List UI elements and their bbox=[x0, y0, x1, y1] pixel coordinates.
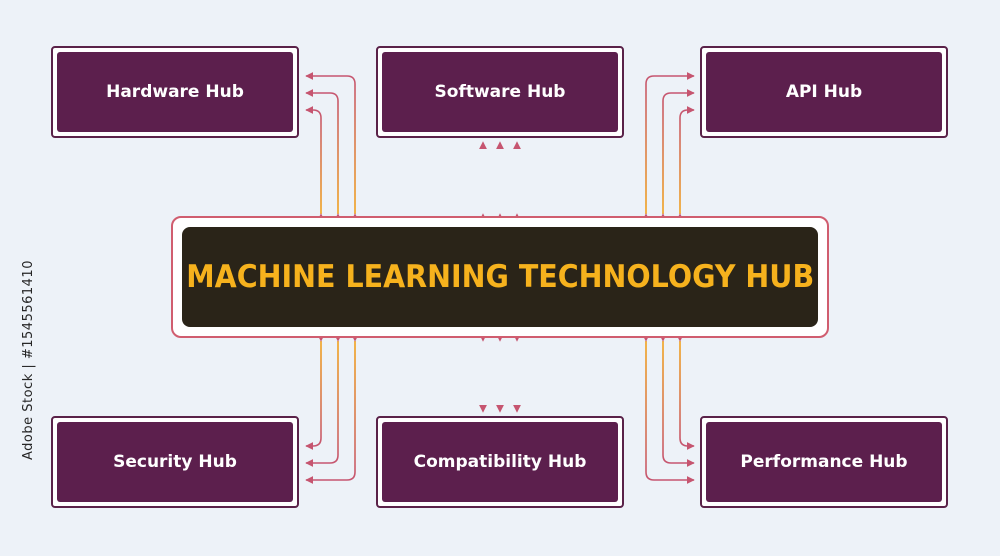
center-hub-frame: MACHINE LEARNING TECHNOLOGY HUB bbox=[171, 216, 829, 338]
hub-hardware: Hardware Hub bbox=[51, 46, 299, 138]
connector-software bbox=[479, 141, 521, 222]
center-hub-panel: MACHINE LEARNING TECHNOLOGY HUB bbox=[182, 227, 818, 327]
hub-security-panel: Security Hub bbox=[57, 422, 293, 502]
hub-api-panel: API Hub bbox=[706, 52, 942, 132]
hub-software-panel: Software Hub bbox=[382, 52, 618, 132]
connector-api bbox=[642, 72, 695, 222]
hub-software-label: Software Hub bbox=[434, 82, 566, 102]
hub-software: Software Hub bbox=[376, 46, 624, 138]
connector-security bbox=[305, 333, 359, 484]
hub-hardware-panel: Hardware Hub bbox=[57, 52, 293, 132]
hub-security-label: Security Hub bbox=[113, 452, 237, 472]
connector-performance bbox=[642, 333, 695, 484]
hub-performance: Performance Hub bbox=[700, 416, 948, 508]
hub-security: Security Hub bbox=[51, 416, 299, 508]
connector-hardware bbox=[305, 72, 359, 222]
hub-performance-panel: Performance Hub bbox=[706, 422, 942, 502]
center-hub-title: MACHINE LEARNING TECHNOLOGY HUB bbox=[186, 259, 814, 295]
hub-api: API Hub bbox=[700, 46, 948, 138]
stock-id-watermark: Adobe Stock | #1545561410 bbox=[21, 260, 36, 460]
hub-compatibility-panel: Compatibility Hub bbox=[382, 422, 618, 502]
connector-compatibility bbox=[479, 333, 521, 413]
hub-compatibility-label: Compatibility Hub bbox=[413, 452, 587, 472]
hub-performance-label: Performance Hub bbox=[740, 452, 908, 472]
hub-api-label: API Hub bbox=[785, 82, 863, 102]
hub-compatibility: Compatibility Hub bbox=[376, 416, 624, 508]
hub-hardware-label: Hardware Hub bbox=[106, 82, 244, 102]
